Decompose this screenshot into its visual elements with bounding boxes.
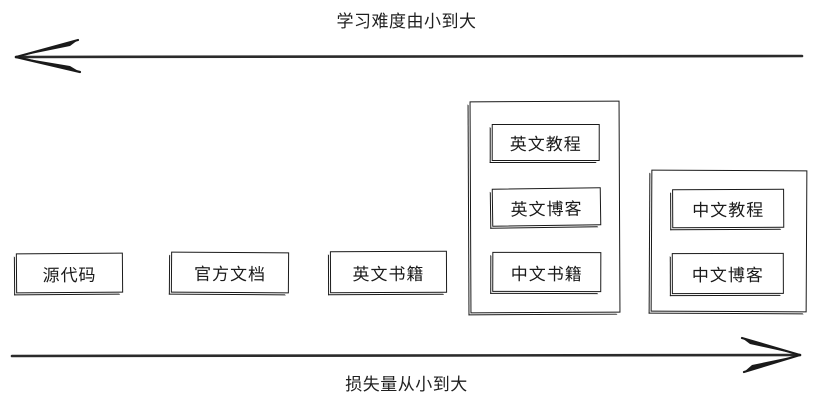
node-english-tutorials[interactable]: 英文教程 [491, 123, 600, 162]
top-axis-label: 学习难度由小到大 [336, 12, 477, 31]
group-container-1: 英文教程 英文博客 中文书籍 [469, 100, 621, 314]
node-chinese-tutorials[interactable]: 中文教程 [672, 188, 785, 229]
node-english-books[interactable]: 英文书籍 [329, 250, 448, 294]
arrow-right-icon [10, 336, 802, 374]
arrow-left-icon [14, 38, 804, 74]
node-source-code[interactable]: 源代码 [15, 252, 124, 294]
node-official-docs[interactable]: 官方文档 [170, 251, 290, 294]
bottom-axis-label: 损失量从小到大 [345, 375, 468, 394]
group-container-2: 中文教程 中文博客 [650, 169, 808, 313]
node-chinese-blogs[interactable]: 中文博客 [671, 252, 784, 295]
node-english-blogs[interactable]: 英文博客 [491, 187, 602, 227]
node-chinese-books[interactable]: 中文书籍 [492, 251, 602, 293]
